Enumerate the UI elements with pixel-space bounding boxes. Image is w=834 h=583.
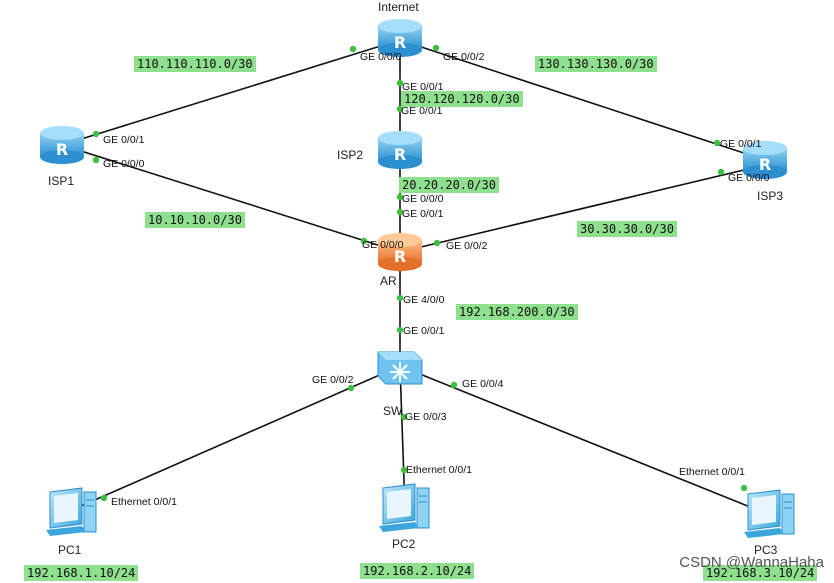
subnet-pc2: 192.168.2.10/24 <box>360 563 475 579</box>
port-isp1-up: GE 0/0/1 <box>103 134 145 146</box>
port-pc1: Ethernet 0/0/1 <box>111 496 177 508</box>
svg-text:R: R <box>394 33 406 52</box>
port-internet-left: GE 0/0/0 <box>360 51 402 63</box>
link-isp1-ar <box>61 144 401 253</box>
subnet-ar-sw: 192.168.200.0/30 <box>456 304 578 320</box>
port-sw-down: GE 0/0/3 <box>405 411 447 423</box>
port-sw-right: GE 0/0/4 <box>462 378 504 390</box>
pc3-icon[interactable] <box>744 489 795 538</box>
isp2-router-icon[interactable]: R <box>378 131 422 169</box>
link-internet-isp1 <box>61 39 401 146</box>
port-pc3: Ethernet 0/0/1 <box>679 466 745 478</box>
link-sw-pc3 <box>399 365 771 516</box>
port-dots <box>92 44 748 502</box>
subnet-pc1: 192.168.1.10/24 <box>24 565 139 581</box>
subnet-isp3-ar: 30.30.30.0/30 <box>577 221 677 237</box>
port-internet-right: GE 0/0/2 <box>443 51 485 63</box>
subnet-internet-isp1: 110.110.110.0/30 <box>134 56 256 72</box>
subnet-internet-isp2: 120.120.120.0/30 <box>401 91 523 107</box>
pc3-label: PC3 <box>754 543 778 557</box>
pc1-label: PC1 <box>58 543 82 557</box>
isp3-router-icon[interactable]: R <box>743 141 787 179</box>
pc2-icon[interactable] <box>379 483 430 532</box>
isp2-label: ISP2 <box>337 148 364 162</box>
port-pc2: Ethernet 0/0/1 <box>406 464 472 476</box>
port-sw-up: GE 0/0/1 <box>403 325 445 337</box>
port-isp3-down: GE 0/0/0 <box>728 172 770 184</box>
link-sw-pc1 <box>71 365 401 511</box>
ar-router-icon[interactable]: R <box>378 233 422 271</box>
switch-icon[interactable] <box>377 351 423 385</box>
svg-text:R: R <box>56 140 68 159</box>
subnet-isp2-ar: 20.20.20.0/30 <box>399 177 499 193</box>
sw-label: SW <box>383 404 403 418</box>
link-isp3-ar <box>399 164 766 253</box>
subnet-internet-isp3: 130.130.130.0/30 <box>535 56 657 72</box>
port-isp3-up: GE 0/0/1 <box>720 138 762 150</box>
svg-text:R: R <box>759 155 771 174</box>
port-sw-left: GE 0/0/2 <box>312 374 354 386</box>
port-internet-down: GE 0/0/1 <box>402 81 444 93</box>
subnet-pc3: 192.168.3.10/24 <box>703 565 818 581</box>
svg-text:R: R <box>394 247 406 266</box>
port-isp2-down: GE 0/0/0 <box>402 193 444 205</box>
isp3-label: ISP3 <box>757 189 784 203</box>
port-ar-right: GE 0/0/2 <box>446 240 488 252</box>
watermark: CSDN @WannaHaha <box>679 554 824 571</box>
port-isp1-down: GE 0/0/0 <box>103 158 145 170</box>
ar-label: AR <box>380 274 397 288</box>
port-isp2-up: GE 0/0/1 <box>401 105 443 117</box>
subnet-isp1-ar: 10.10.10.0/30 <box>145 212 245 228</box>
isp1-label: ISP1 <box>48 174 75 188</box>
internet-label: Internet <box>378 0 419 14</box>
links <box>61 39 771 516</box>
isp1-router-icon[interactable]: R <box>40 126 84 164</box>
port-ar-up: GE 0/0/1 <box>402 208 444 220</box>
internet-router-icon[interactable]: R <box>378 19 422 57</box>
pc2-label: PC2 <box>392 537 416 551</box>
link-internet-isp3 <box>399 39 766 161</box>
pc1-icon[interactable] <box>46 487 97 536</box>
svg-text:R: R <box>394 145 406 164</box>
port-ar-down: GE 4/0/0 <box>403 294 445 306</box>
port-ar-left: GE 0/0/0 <box>362 239 404 251</box>
